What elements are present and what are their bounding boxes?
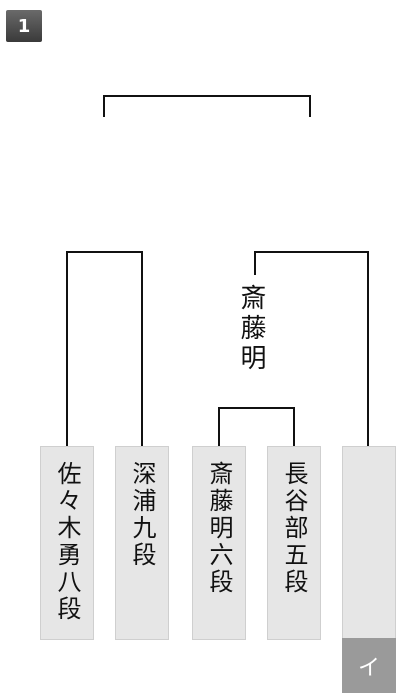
bracket-line-left-pair [66, 251, 143, 447]
player-box-1: 佐々木勇八段 [40, 446, 94, 640]
player-box-3: 斎藤明六段 [192, 446, 246, 640]
bottom-tag[interactable]: イ [342, 638, 396, 693]
round-badge: 1 [6, 10, 42, 42]
player-box-5 [342, 446, 396, 640]
player-name: 佐々木勇八段 [53, 461, 81, 623]
player-name: 長谷部五段 [280, 461, 308, 596]
player-box-2: 深浦九段 [115, 446, 169, 640]
semifinal-winner-label: 斎藤明 [236, 282, 266, 376]
final-bracket-line [103, 95, 311, 117]
player-name: 深浦九段 [128, 461, 156, 569]
bracket-line-right-group [254, 251, 369, 447]
player-box-4: 長谷部五段 [267, 446, 321, 640]
player-name: 斎藤明六段 [205, 461, 233, 596]
bracket-line-inner-pair [218, 407, 295, 447]
